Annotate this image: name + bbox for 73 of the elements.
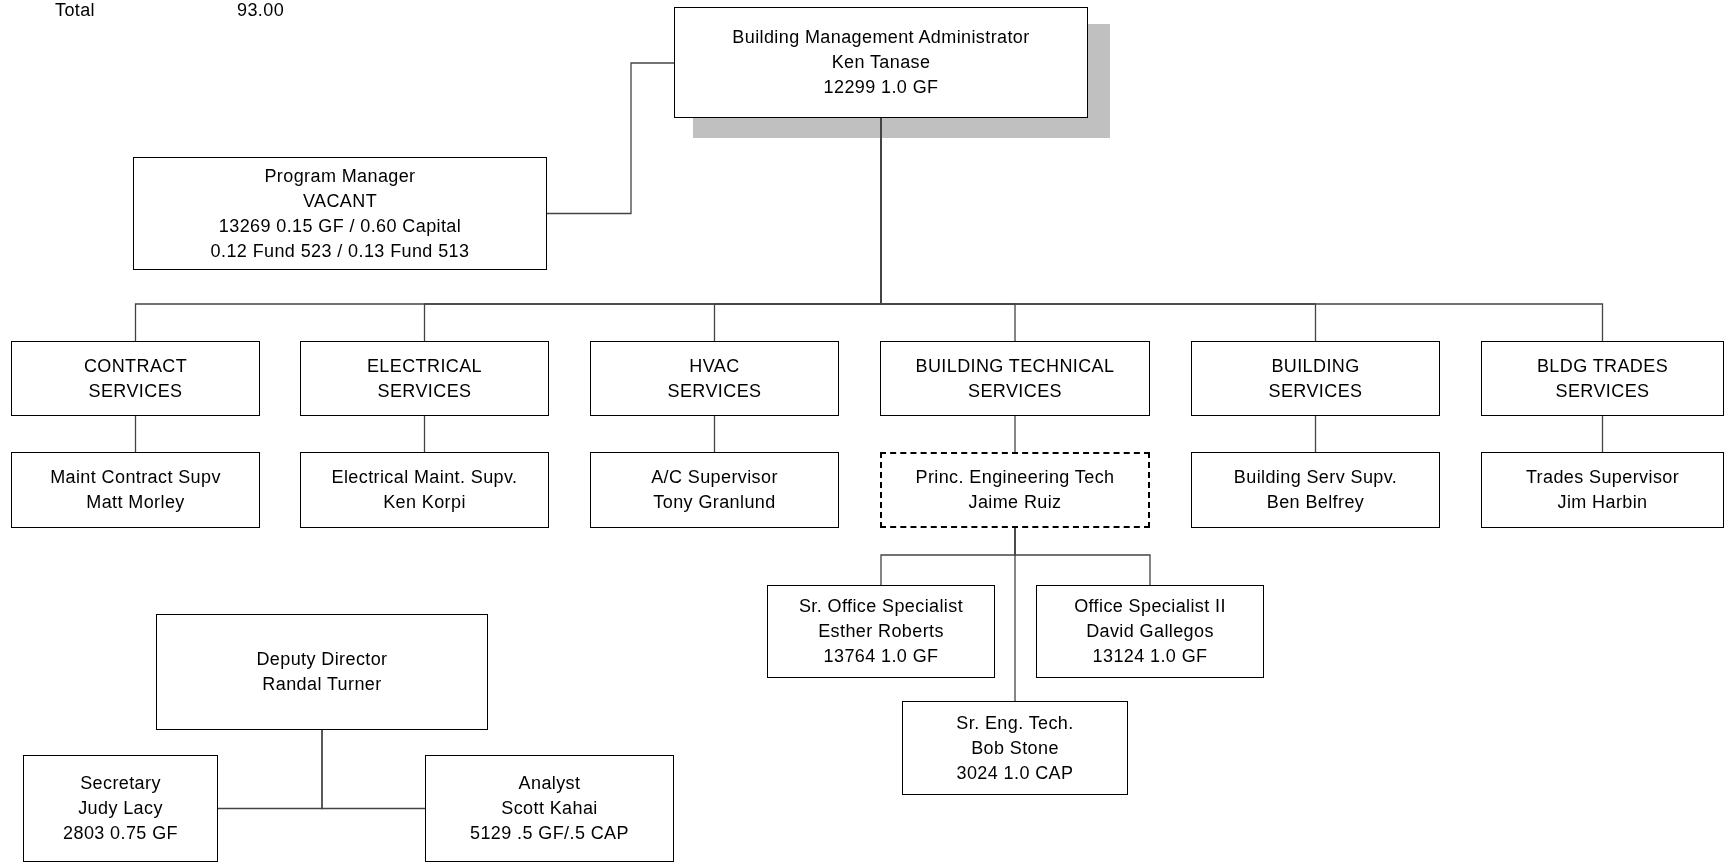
position-box xyxy=(23,755,218,862)
node-text: Ben Belfrey xyxy=(1266,491,1365,514)
position-box xyxy=(767,585,995,678)
node-text: CONTRACT SERVICES xyxy=(82,354,189,403)
connector-line xyxy=(713,415,716,453)
node-text: Bob Stone xyxy=(971,736,1059,760)
position-box xyxy=(11,341,260,416)
node-text: A/C Supervisor xyxy=(651,466,778,489)
node-text: Matt Morley xyxy=(86,491,185,514)
node-text: Office Specialist II xyxy=(1074,595,1226,618)
node-text: 2803 0.75 GF xyxy=(63,822,178,845)
node-text: Trades Supervisor xyxy=(1525,466,1680,489)
connector-line xyxy=(1314,415,1317,453)
node-text: Scott Kahai xyxy=(501,797,598,820)
node-text: Electrical Maint. Supv. xyxy=(331,466,518,489)
node-text: 13124 1.0 GF xyxy=(1092,645,1208,668)
node-text: Jaime Ruiz xyxy=(968,491,1062,514)
node-text: Building Serv Supv. xyxy=(1233,466,1398,489)
node-text: 12299 1.0 GF xyxy=(823,76,939,99)
connector-line xyxy=(423,415,426,453)
position-box xyxy=(11,452,260,528)
connector-line xyxy=(1601,415,1604,453)
node-text: David Gallegos xyxy=(1086,620,1214,643)
position-box xyxy=(156,614,488,730)
total-value: 93.00 xyxy=(237,0,285,21)
position-box xyxy=(1191,341,1440,416)
position-box xyxy=(1481,452,1724,528)
position-box xyxy=(425,755,674,862)
position-box xyxy=(674,7,1088,118)
node-text: Ken Tanase xyxy=(831,51,931,74)
position-box xyxy=(1191,452,1440,528)
connector-line xyxy=(1014,415,1016,453)
position-box xyxy=(590,452,839,528)
node-text: Judy Lacy xyxy=(78,797,163,820)
position-box xyxy=(880,341,1150,416)
node-text: HVAC SERVICES xyxy=(666,354,763,403)
node-text: Esther Roberts xyxy=(818,620,944,643)
node-text: Maint Contract Supv xyxy=(50,466,221,489)
node-text: BLDG TRADES SERVICES xyxy=(1535,354,1670,403)
node-text: 0.12 Fund 523 / 0.13 Fund 513 xyxy=(210,239,470,263)
node-text: 5129 .5 GF/.5 CAP xyxy=(470,822,629,845)
connector-line xyxy=(134,415,137,453)
node-text: Sr. Office Specialist xyxy=(798,595,964,618)
node-text: 13764 1.0 GF xyxy=(823,645,939,668)
position-box xyxy=(590,341,839,416)
node-text: VACANT xyxy=(302,189,378,213)
connector-line xyxy=(1014,527,1016,702)
node-text: Analyst xyxy=(518,772,581,795)
node-text: BUILDING SERVICES xyxy=(1267,354,1364,403)
node-text: Randal Turner xyxy=(262,673,382,696)
node-text: 13269 0.15 GF / 0.60 Capital xyxy=(218,214,462,238)
node-text: 3024 1.0 CAP xyxy=(956,761,1074,785)
node-text: Jim Harbin xyxy=(1557,491,1648,514)
position-box xyxy=(880,452,1150,528)
total-label: Total xyxy=(55,0,96,21)
connector-line xyxy=(321,729,426,810)
node-text: Ken Korpi xyxy=(383,491,466,514)
position-box xyxy=(1481,341,1724,416)
position-box xyxy=(902,701,1128,795)
node-text: BUILDING TECHNICAL SERVICES xyxy=(914,354,1116,403)
node-text: Program Manager xyxy=(264,164,416,188)
position-box xyxy=(133,157,547,270)
position-box xyxy=(300,341,549,416)
connector-line xyxy=(546,62,675,215)
node-text: Building Management Administrator xyxy=(732,26,1030,49)
position-box xyxy=(300,452,549,528)
node-text: Secretary xyxy=(80,772,161,795)
node-text: Tony Granlund xyxy=(653,491,776,514)
node-text: ELECTRICAL SERVICES xyxy=(365,354,483,403)
position-box xyxy=(1036,585,1264,678)
node-text: Princ. Engineering Tech xyxy=(915,466,1115,489)
node-text: Sr. Eng. Tech. xyxy=(956,711,1074,735)
node-text: Deputy Director xyxy=(256,648,388,671)
